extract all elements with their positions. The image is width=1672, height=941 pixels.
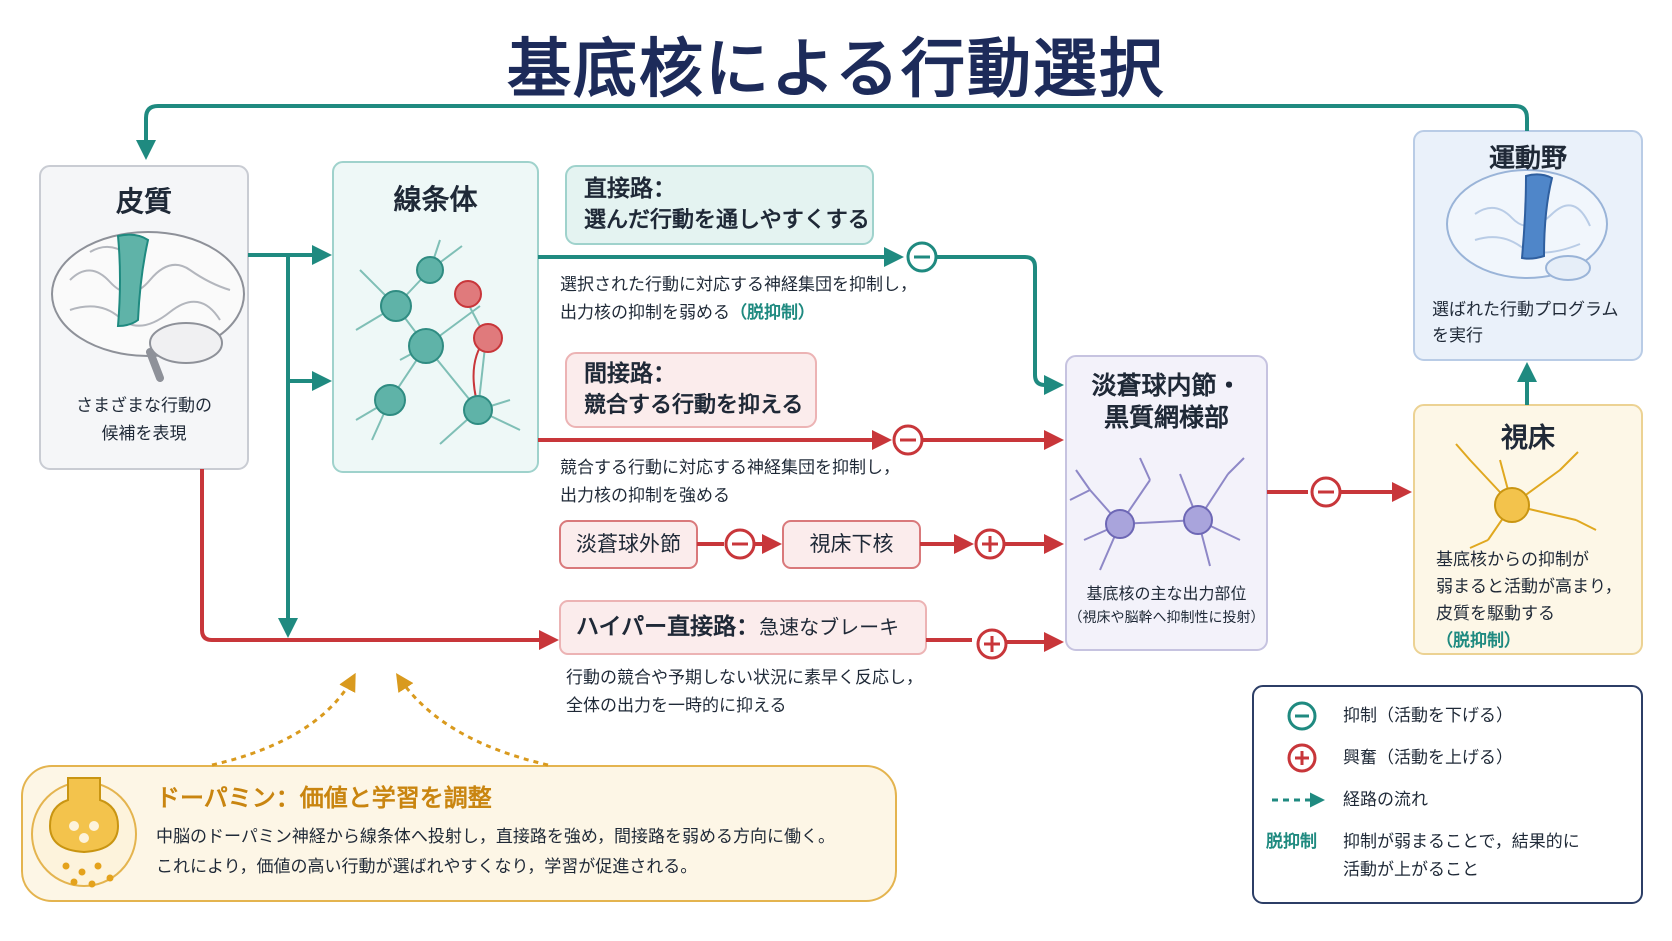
motor-title: 運動野 bbox=[1488, 144, 1567, 174]
gpi-title-line2: 黒質網様部 bbox=[1103, 403, 1229, 432]
direct-desc-line2b: （脱抑制） bbox=[730, 303, 815, 323]
indirect-label-box bbox=[565, 352, 817, 428]
gpi-title-line1: 淡蒼球内節・ bbox=[1091, 371, 1242, 400]
legend-disinhibit-desc-line2: 活動が上がること bbox=[1343, 860, 1479, 880]
thalamus-desc-line1: 基底核からの抑制が bbox=[1436, 550, 1589, 570]
hyperdirect-label-box bbox=[559, 600, 927, 655]
thalamus-desc-line2: 弱まると活動が高まり， bbox=[1436, 577, 1622, 597]
indirect-label-line2: 競合する行動を抑える bbox=[584, 393, 804, 418]
thalamus-desc-line3: 皮質を駆動する bbox=[1436, 604, 1555, 624]
indirect-desc-line1: 競合する行動に対応する神経集団を抑制し， bbox=[560, 458, 900, 478]
direct-pathway-arrow-2 bbox=[936, 255, 1064, 395]
direct-label-box bbox=[565, 165, 874, 245]
legend-excite-icon bbox=[1287, 743, 1317, 773]
dopamine-arrow-left bbox=[211, 672, 356, 767]
dopamine-desc-line2: これにより，価値の高い行動が選ばれやすくなり，学習が促進される。 bbox=[156, 857, 698, 877]
cortex-desc-line1: さまざまな行動の bbox=[76, 396, 212, 416]
gpi-neurons-icon bbox=[1069, 457, 1245, 571]
striatum-title: 線条体 bbox=[393, 183, 478, 216]
motor-brain-icon bbox=[1446, 169, 1608, 281]
gpe-label: 淡蒼球外節 bbox=[576, 532, 681, 556]
direct-label-line1: 直接路： bbox=[584, 176, 676, 202]
thalamus-desc-line4: （脱抑制） bbox=[1436, 631, 1521, 651]
motor-desc-line1: 選ばれた行動プログラム bbox=[1432, 300, 1619, 320]
gpi-desc-line2: （視床や脳幹へ抑制性に投射） bbox=[1068, 610, 1265, 626]
synapse-icon bbox=[31, 777, 137, 888]
hyperdirect-desc-line2: 全体の出力を一時的に抑える bbox=[566, 696, 787, 716]
dopamine-desc-line1: 中脳のドーパミン神経から線条体へ投射し，直接路を強め，間接路を弱める方向に働く。 bbox=[156, 827, 835, 847]
motor-desc-line2: を実行 bbox=[1432, 326, 1483, 346]
hyperdirect-label-bold: ハイパー直接路： bbox=[576, 614, 760, 640]
stn-label: 視床下核 bbox=[809, 532, 894, 556]
direct-desc-line1: 選択された行動に対応する神経集団を抑制し， bbox=[560, 275, 917, 295]
hyperdirect-label-rest: 急速なブレーキ bbox=[759, 615, 900, 639]
neuron-network-icon bbox=[355, 239, 521, 445]
page-title: 基底核による行動選択 bbox=[506, 33, 1166, 107]
hyperdirect-desc-line1: 行動の競合や予期しない状況に素早く反応し， bbox=[566, 668, 923, 688]
legend-flow-label: 経路の流れ bbox=[1343, 790, 1428, 810]
legend-excite-label: 興奮（活動を上げる） bbox=[1343, 748, 1513, 768]
gpi-desc-line1: 基底核の主な出力部位 bbox=[1086, 584, 1247, 603]
gpi-box bbox=[1065, 355, 1268, 651]
legend-disinhibit-term: 脱抑制 bbox=[1266, 832, 1317, 852]
feedback-loop-arrow bbox=[136, 104, 1529, 160]
legend-inhibit-label: 抑制（活動を下げる） bbox=[1343, 706, 1513, 726]
cortex-title: 皮質 bbox=[115, 185, 172, 218]
direct-desc-line2a: 出力核の抑制を弱める bbox=[560, 303, 730, 323]
dopamine-box bbox=[21, 765, 897, 902]
thalamus-title: 視床 bbox=[1501, 423, 1555, 454]
legend-disinhibit-desc-line1: 抑制が弱まることで，結果的に bbox=[1343, 832, 1580, 852]
dopamine-arrow-right bbox=[396, 672, 549, 767]
direct-label-line2: 選んだ行動を通しやすくする bbox=[584, 208, 870, 233]
thalamus-neuron-icon bbox=[1455, 443, 1597, 549]
brain-icon bbox=[51, 231, 245, 382]
hyperdirect-arrow-from-cortex bbox=[200, 469, 559, 650]
cortex-desc-line2: 候補を表現 bbox=[101, 424, 187, 444]
legend-box bbox=[1252, 685, 1643, 904]
indirect-label-line1: 間接路： bbox=[584, 361, 676, 387]
dopamine-title: ドーパミン：価値と学習を調整 bbox=[156, 784, 492, 812]
indirect-desc-line2: 出力核の抑制を強める bbox=[560, 486, 730, 506]
legend-inhibit-icon bbox=[1287, 701, 1317, 731]
